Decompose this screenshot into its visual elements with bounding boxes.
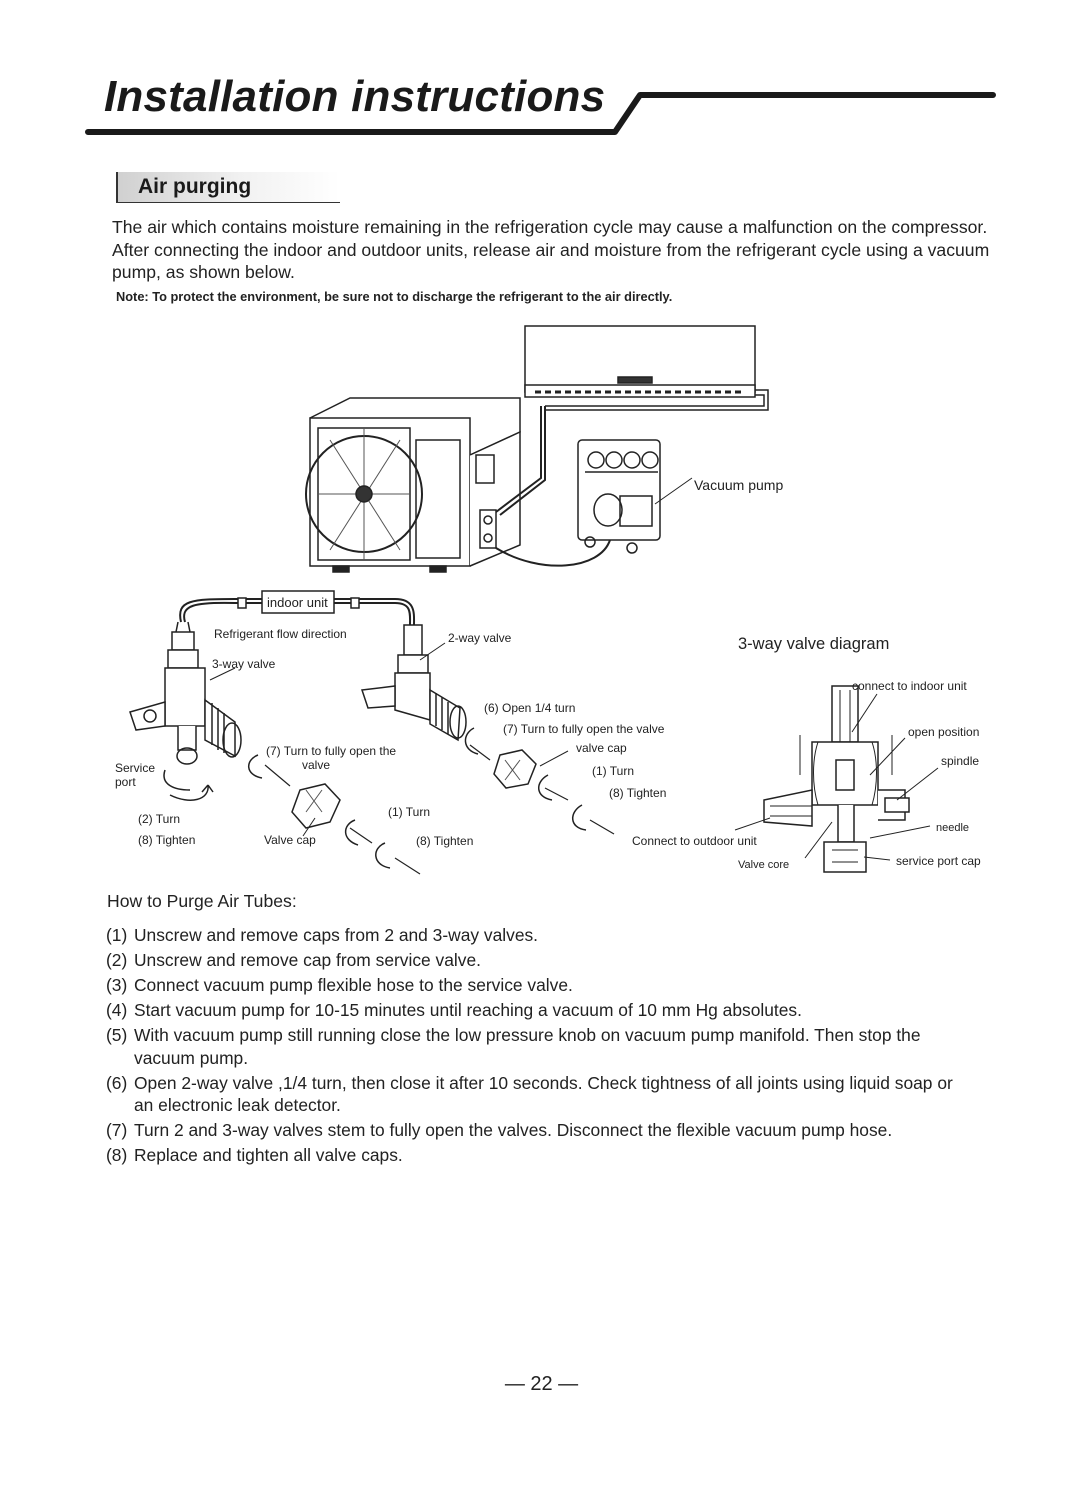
vacuum-pump: [577, 439, 693, 554]
page-number: — 22 —: [0, 1373, 1083, 1396]
label-valve-core: Valve core: [738, 859, 789, 871]
label-vacuum-pump: Vacuum pump: [694, 477, 783, 493]
list-item: (3)Connect vacuum pump flexible hose to …: [106, 975, 573, 995]
label-turn-2: (2) Turn: [138, 812, 180, 826]
indoor-ac-unit: [524, 325, 769, 411]
intro-paragraph: The air which contains moisture remainin…: [112, 217, 990, 282]
list-item: (5)With vacuum pump still running close …: [106, 1025, 921, 1068]
label-turn-fully-7-left-2: valve: [302, 758, 330, 772]
outdoor-ac-unit: [305, 397, 521, 573]
environment-note: Note: To protect the environment, be sur…: [116, 289, 673, 304]
label-needle: needle: [936, 822, 969, 834]
two-way-valve-drawing: [360, 624, 467, 742]
label-service-port-cap: service port cap: [896, 854, 981, 868]
label-spindle: spindle: [941, 754, 979, 768]
howto-heading: How to Purge Air Tubes:: [107, 891, 297, 911]
valve-cap-left-shape: [291, 783, 341, 829]
label-turn-fully-7-left-1: (7) Turn to fully open the: [266, 744, 396, 758]
title-underline-rule: [85, 92, 996, 135]
label-three-way-valve: 3-way valve: [212, 657, 276, 671]
page-number-dash-left: —: [504, 1373, 531, 1395]
label-turn-fully-7-right: (7) Turn to fully open the valve: [503, 722, 665, 736]
label-indoor-unit: indoor unit: [267, 595, 328, 610]
label-flow-direction: Refrigerant flow direction: [214, 627, 347, 641]
label-service-port-2: port: [115, 775, 136, 789]
list-item: (1)Unscrew and remove caps from 2 and 3-…: [106, 925, 539, 945]
list-item: (8)Replace and tighten all valve caps.: [106, 1145, 403, 1165]
list-item: (7)Turn 2 and 3-way valves stem to fully…: [106, 1120, 893, 1140]
list-item: (6)Open 2-way valve ,1/4 turn, then clos…: [106, 1072, 953, 1116]
label-tighten-8-left: (8) Tighten: [138, 833, 195, 847]
label-turn-1-right: (1) Turn: [592, 764, 634, 778]
list-item: (4)Start vacuum pump for 10-15 minutes u…: [106, 1000, 802, 1020]
valve-diagram-title: 3-way valve diagram: [738, 635, 889, 653]
list-item: (2)Unscrew and remove cap from service v…: [106, 950, 481, 970]
section-heading-text: Air purging: [138, 175, 252, 198]
label-connect-outdoor: Connect to outdoor unit: [632, 834, 757, 848]
label-open-quarter-6: (6) Open 1/4 turn: [484, 701, 575, 715]
label-connect-indoor: connect to indoor unit: [852, 679, 967, 693]
label-turn-1-left: (1) Turn: [388, 805, 430, 819]
valve-cap-right-shape: [493, 749, 537, 789]
three-way-valve-drawing: [129, 631, 242, 801]
label-tighten-8-mid: (8) Tighten: [416, 834, 473, 848]
section-heading: Air purging: [116, 172, 340, 203]
label-service-port-1: Service: [115, 761, 155, 775]
page-title: Installation instructions: [104, 72, 606, 121]
label-two-way-valve: 2-way valve: [448, 631, 512, 645]
label-valve-cap-right: valve cap: [576, 741, 627, 755]
page-number-value: 22: [530, 1373, 553, 1395]
three-way-valve-cross-section: [734, 685, 939, 873]
label-tighten-8-right: (8) Tighten: [609, 786, 666, 800]
purge-steps-list: (1)Unscrew and remove caps from 2 and 3-…: [106, 924, 966, 1169]
label-valve-cap-left: Valve cap: [264, 833, 316, 847]
label-open-position: open position: [908, 725, 979, 739]
page-number-dash-right: —: [552, 1373, 579, 1395]
